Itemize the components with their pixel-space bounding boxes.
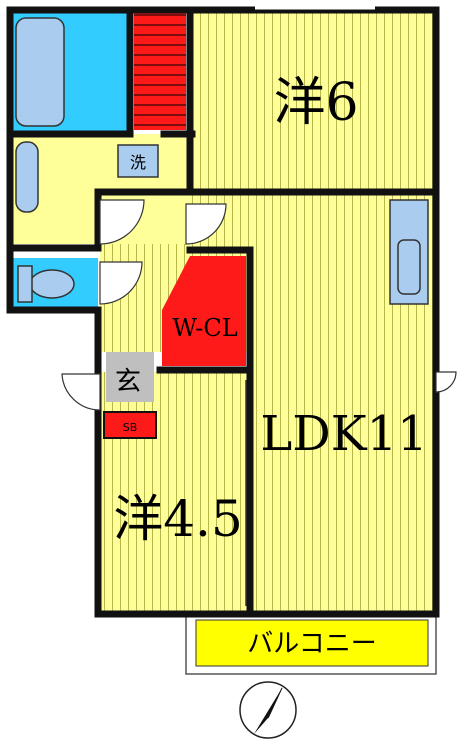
room-western-6 [190, 12, 433, 192]
toilet-tank-icon [17, 265, 33, 303]
shoe-box-label: SB [123, 421, 138, 434]
entrance-label: 玄 [115, 367, 141, 397]
washer-box [117, 144, 159, 178]
walk-in-closet-label: W-CL [172, 314, 237, 342]
balcony [195, 619, 429, 667]
walls [6, 6, 440, 618]
door-swing-icon [61, 199, 457, 411]
bathtub-icon [15, 17, 65, 127]
balcony-label: バルコニー [247, 629, 376, 659]
shoe-box [103, 411, 157, 439]
toilet-icon [29, 269, 75, 299]
western-6-label: 洋6 [273, 73, 358, 133]
walk-in-closet [162, 256, 246, 366]
washer-label: 洗 [130, 153, 146, 172]
western-45-label: 洋4.5 [113, 490, 243, 548]
north-compass-icon [239, 681, 297, 739]
kitchen-sink-icon [397, 239, 421, 295]
entrance [106, 352, 154, 402]
sink-icon [15, 141, 39, 213]
closet-top [134, 12, 186, 130]
ldk-label: LDK11 [260, 406, 427, 462]
